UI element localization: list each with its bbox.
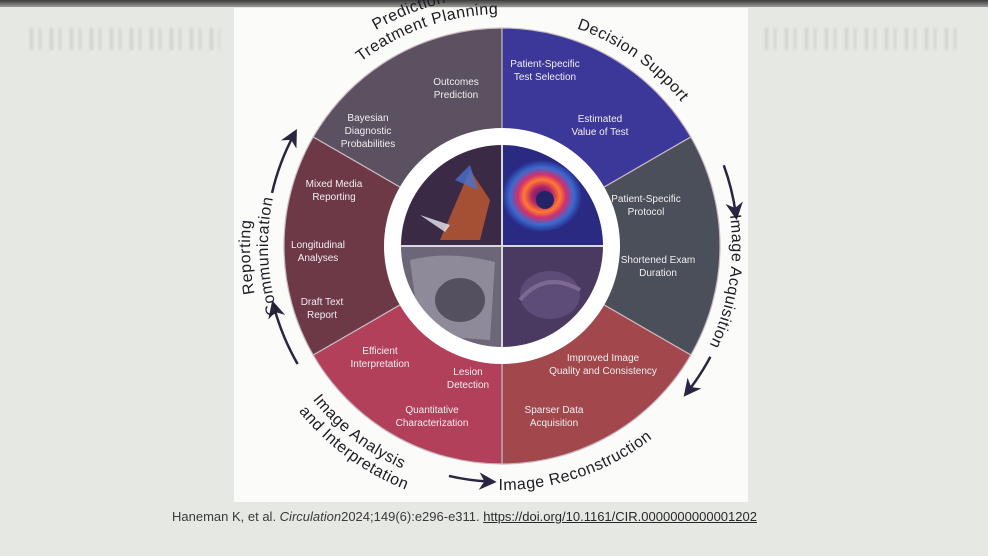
cycle-arrow: [270, 129, 297, 194]
blurred-background-text: [30, 28, 220, 50]
stage-label-reporting: Reporting: [237, 219, 258, 296]
citation-reference: 2024;149(6):e296-e311.: [341, 509, 484, 524]
citation-doi-link[interactable]: https://doi.org/10.1161/CIR.000000000000…: [483, 509, 757, 524]
stage-label-reporting: Communication: [255, 195, 282, 317]
citation-authors: Haneman K, et al.: [172, 509, 280, 524]
center-images: [384, 128, 620, 364]
top-band: [0, 0, 988, 7]
cycle-arrow: [683, 356, 712, 397]
cycle-arrow: [268, 300, 299, 365]
citation-journal: Circulation: [279, 509, 342, 524]
blurred-background-text: [765, 28, 965, 50]
cycle-arrow: [448, 472, 497, 490]
citation: Haneman K, et al. Circulation2024;149(6)…: [172, 509, 757, 524]
cycle-arrow: [722, 164, 743, 221]
